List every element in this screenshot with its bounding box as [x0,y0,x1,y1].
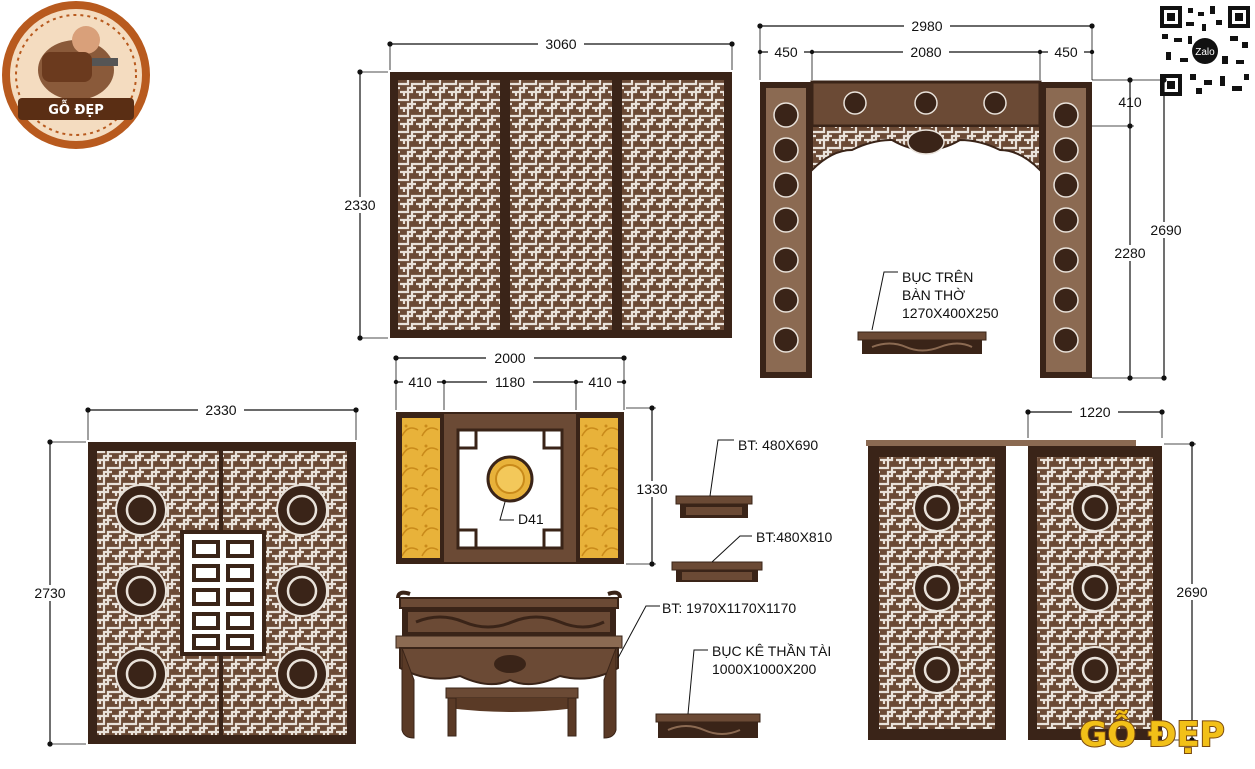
panel-arch: 2980 450 2080 450 410 2280 2690 [757,18,1190,381]
logo-banner [18,98,134,120]
dim-door-height: 2690 [1176,584,1207,600]
brand-wordmark: GỖ ĐẸP [1079,709,1224,755]
altar-table-label: BT: 1970X1170X1170 [662,600,796,616]
top-shelf-item: BỤC TRÊN BÀN THỜ 1270X400X250 [857,269,999,354]
dim-arch-inner-height: 2280 [1114,245,1145,261]
dim-arch-right: 450 [1054,44,1078,60]
dim-arch-left: 450 [774,44,798,60]
top-shelf-label-1: BỤC TRÊN [902,269,973,285]
dim-altar-back-left: 410 [408,374,432,390]
dim-altar-back-width: 2000 [494,350,525,366]
dim-altar-back-right: 410 [588,374,612,390]
dim-top-screen-width: 3060 [545,36,576,52]
bt-shelf-1-label: BT: 480X690 [738,437,818,453]
panel-top-screen: 3060 2330 [336,36,735,341]
panel-big-screen: 2330 2730 [26,402,359,747]
dim-arch-width: 2980 [911,18,942,34]
than-tai-label-1: BỤC KÊ THẦN TÀI [712,643,831,659]
dim-altar-back-height: 1330 [636,481,667,497]
panel-altar-back: D41 2000 410 1180 410 1330 [393,350,676,567]
bt-shelf-2: BT:480X810 [671,529,832,582]
logo-text: GỖ ĐẸP [48,100,104,118]
qr-caption: Zalo [1195,47,1215,58]
altar-table: BT: 1970X1170X1170 [395,590,796,739]
dim-top-screen-height: 2330 [344,197,375,213]
panel-doors: 1220 2690 [866,404,1216,743]
dim-altar-back-middle: 1180 [495,374,525,390]
than-tai-stand: BỤC KÊ THẦN TÀI 1000X1000X200 [655,643,831,738]
dim-arch-total-height: 2690 [1150,222,1181,238]
zalo-qr-code[interactable]: Zalo [1158,4,1252,98]
dim-big-screen-height: 2730 [34,585,65,601]
dim-big-screen-width: 2330 [205,402,236,418]
dim-arch-top: 410 [1118,94,1142,110]
top-shelf-label-2: BÀN THỜ [902,287,965,303]
bt-shelf-1: BT: 480X690 [675,437,818,518]
medallion-label: D41 [518,511,544,527]
brand-logo: GỖ ĐẸP [2,1,150,149]
dim-arch-middle: 2080 [910,44,941,60]
dim-door-width: 1220 [1079,404,1110,420]
bt-shelf-2-label: BT:480X810 [756,529,832,545]
top-shelf-label-3: 1270X400X250 [902,305,999,321]
than-tai-label-2: 1000X1000X200 [712,661,817,677]
